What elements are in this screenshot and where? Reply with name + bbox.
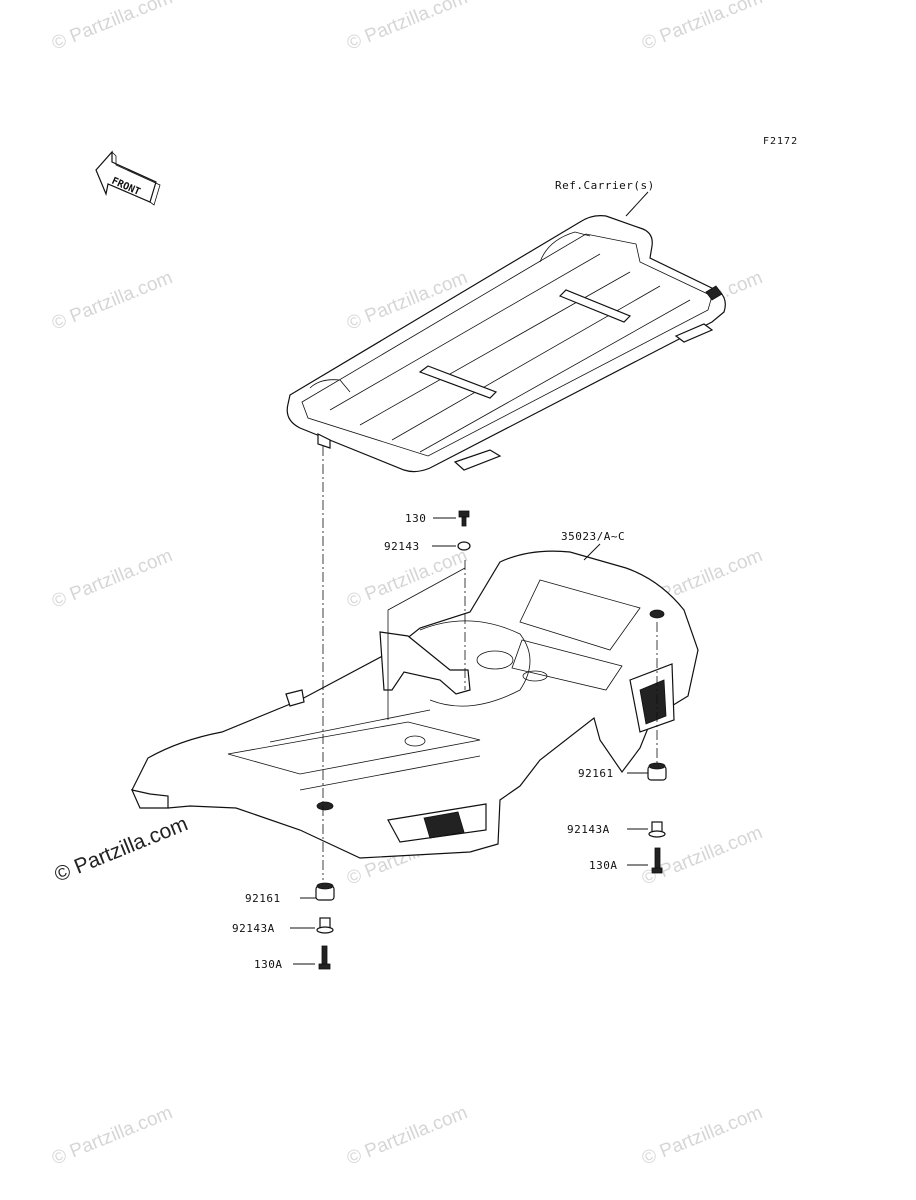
carrier-rack (286, 215, 726, 473)
watermark: © Partzilla.com (49, 1102, 176, 1169)
watermark: © Partzilla.com (344, 0, 471, 55)
callout-ref-carrier: Ref.Carrier(s) (555, 179, 655, 192)
watermark: © Partzilla.com (344, 545, 471, 612)
leader-lines (290, 191, 658, 965)
callout-fender: 35023/A~C (561, 530, 625, 543)
watermark: © Partzilla.com (49, 545, 176, 612)
figure-code: F2172 (763, 136, 798, 147)
bolt-130a-right-icon (651, 847, 663, 874)
callout-top-washer: 92143 (384, 540, 420, 553)
watermark: © Partzilla.com (49, 0, 176, 55)
watermark: © Partzilla.com (49, 267, 176, 334)
callout-right-bolt: 130A (589, 859, 618, 872)
callout-right-collar: 92143A (567, 823, 610, 836)
callout-left-damper: 92161 (245, 892, 281, 905)
washer-92143-icon (457, 541, 471, 551)
damper-92161-right-icon (647, 762, 667, 781)
watermark-bold: © Partzilla.com (51, 812, 191, 886)
watermark: © Partzilla.com (639, 1102, 766, 1169)
watermark: © Partzilla.com (639, 0, 766, 55)
damper-92161-left-icon (315, 882, 335, 901)
callout-left-bolt: 130A (254, 958, 283, 971)
collar-92143a-right-icon (648, 821, 666, 838)
callout-top-bolt: 130 (405, 512, 426, 525)
callout-right-damper: 92161 (578, 767, 614, 780)
rear-fender (130, 550, 699, 859)
watermark: © Partzilla.com (344, 1102, 471, 1169)
callout-left-collar: 92143A (232, 922, 275, 935)
bolt-130a-left-icon (318, 945, 331, 970)
bolt-130-icon (458, 510, 470, 527)
front-arrow-icon: FRONT (95, 150, 161, 206)
collar-92143a-left-icon (316, 917, 334, 934)
